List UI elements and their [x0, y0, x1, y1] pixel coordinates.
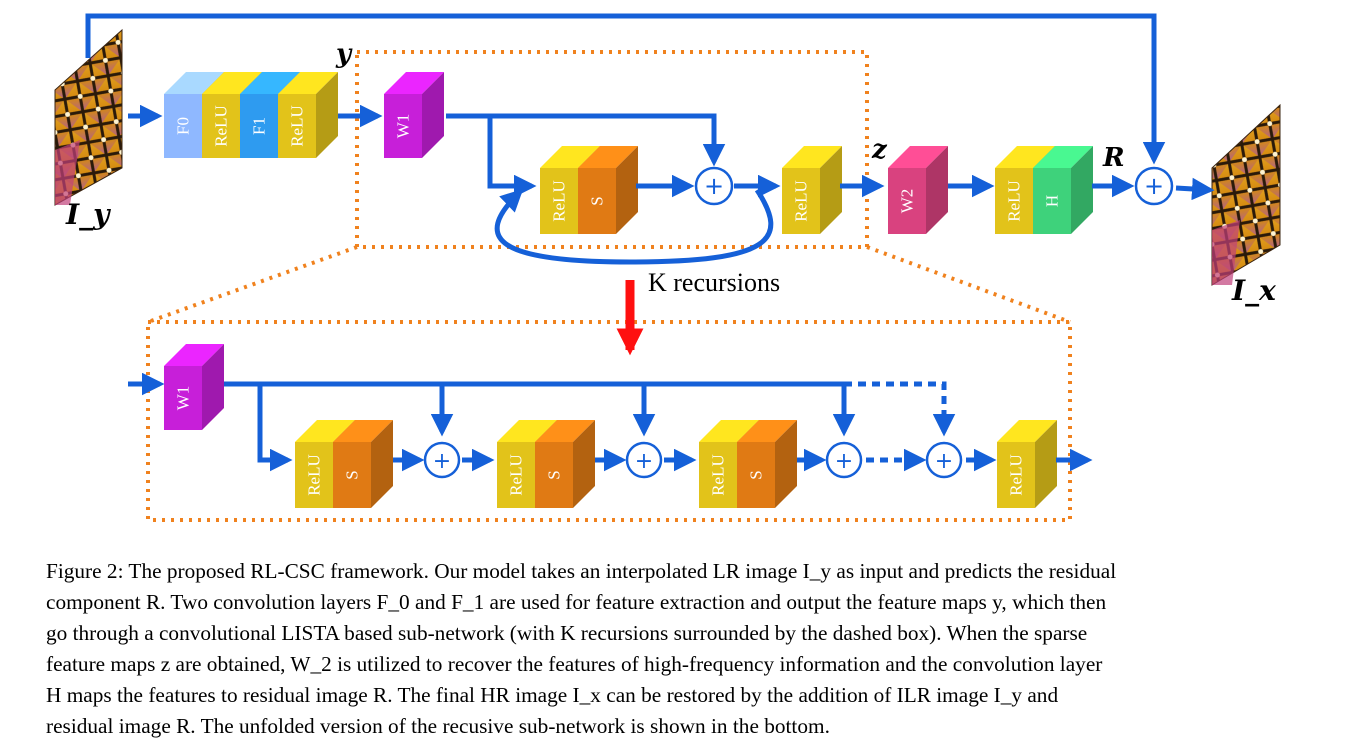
top-block-s: S: [578, 146, 638, 234]
top-arrows: [128, 104, 1215, 265]
top-block-h: H: [1033, 146, 1093, 234]
svg-text:+: +: [433, 449, 451, 474]
bottom-block-relu-label: ReLU: [305, 454, 324, 496]
top-block-f1-label: F1: [250, 117, 269, 135]
bottom-block-s-label: S: [545, 470, 564, 479]
caption-line: residual image R. The unfolded version o…: [46, 714, 830, 738]
caption-line: H maps the features to residual image R.…: [46, 683, 1059, 707]
bottom-block-w1: W1: [164, 344, 224, 430]
unfolded-subnetwork-box: [146, 320, 1072, 522]
bottom-block-s: S: [535, 420, 595, 508]
sum-node-top: +: [694, 166, 734, 206]
top-block-relu-label: ReLU: [212, 105, 231, 147]
svg-text:+: +: [935, 449, 953, 474]
top-block-w1-label: W1: [394, 114, 413, 139]
output-image: [1211, 103, 1281, 286]
sum-node-bottom-4: +: [925, 441, 963, 479]
bottom-block-relu: ReLU: [997, 420, 1057, 508]
recursions-label: K recursions: [648, 268, 780, 297]
top-block-relu-label: ReLU: [288, 105, 307, 147]
top-block-f0-label: F0: [174, 117, 193, 135]
caption-line: Figure 2: The proposed RL-CSC framework.…: [46, 559, 1117, 583]
svg-text:+: +: [635, 449, 653, 474]
bottom-block-s-label: S: [747, 470, 766, 479]
caption-line: go through a convolutional LISTA based s…: [46, 621, 1088, 645]
bottom-block-relu-label: ReLU: [709, 454, 728, 496]
svg-text:+: +: [704, 172, 724, 200]
top-block-relu-label: ReLU: [550, 180, 569, 222]
top-block-w2-label: W2: [898, 189, 917, 214]
figure-caption: Figure 2: The proposed RL-CSC framework.…: [46, 556, 1296, 742]
svg-text:+: +: [835, 449, 853, 474]
top-block-relu-label: ReLU: [1005, 180, 1024, 222]
top-block-h-label: H: [1043, 195, 1062, 207]
residual-label: R: [1102, 143, 1125, 173]
top-block-relu-label: ReLU: [792, 180, 811, 222]
top-block-w1: W1: [384, 72, 444, 158]
sparse-maps-label: z: [871, 135, 888, 165]
top-block-relu: ReLU: [278, 72, 338, 158]
sum-node-output: +: [1134, 166, 1174, 206]
bottom-block-relu-label: ReLU: [507, 454, 526, 496]
caption-line: feature maps z are obtained, W_2 is util…: [46, 652, 1103, 676]
bottom-block-s: S: [333, 420, 393, 508]
zoom-line-left: [147, 245, 358, 324]
top-block-relu: ReLU: [782, 146, 842, 234]
caption-line: component R. Two convolution layers F_0 …: [46, 590, 1107, 614]
output-image-label: I_x: [1231, 274, 1276, 307]
bottom-block-relu-label: ReLU: [1007, 454, 1026, 496]
sum-node-bottom-2: +: [625, 441, 663, 479]
bottom-block-s-label: S: [343, 470, 362, 479]
feature-maps-label: y: [335, 39, 353, 69]
top-block-w2: W2: [888, 146, 948, 234]
bottom-block-w1-label: W1: [174, 386, 193, 411]
zoom-line-right: [866, 245, 1071, 324]
global-skip-arrow: [85, 13, 1166, 165]
sum-node-bottom-1: +: [423, 441, 461, 479]
top-block-s-label: S: [588, 196, 607, 205]
input-image-label: I_y: [65, 198, 111, 231]
input-image: [54, 28, 123, 206]
bottom-arrows: [128, 372, 1093, 472]
svg-text:+: +: [1144, 172, 1164, 200]
sum-node-bottom-3: +: [825, 441, 863, 479]
recursive-subnetwork-box: [355, 50, 869, 249]
bottom-block-s: S: [737, 420, 797, 508]
